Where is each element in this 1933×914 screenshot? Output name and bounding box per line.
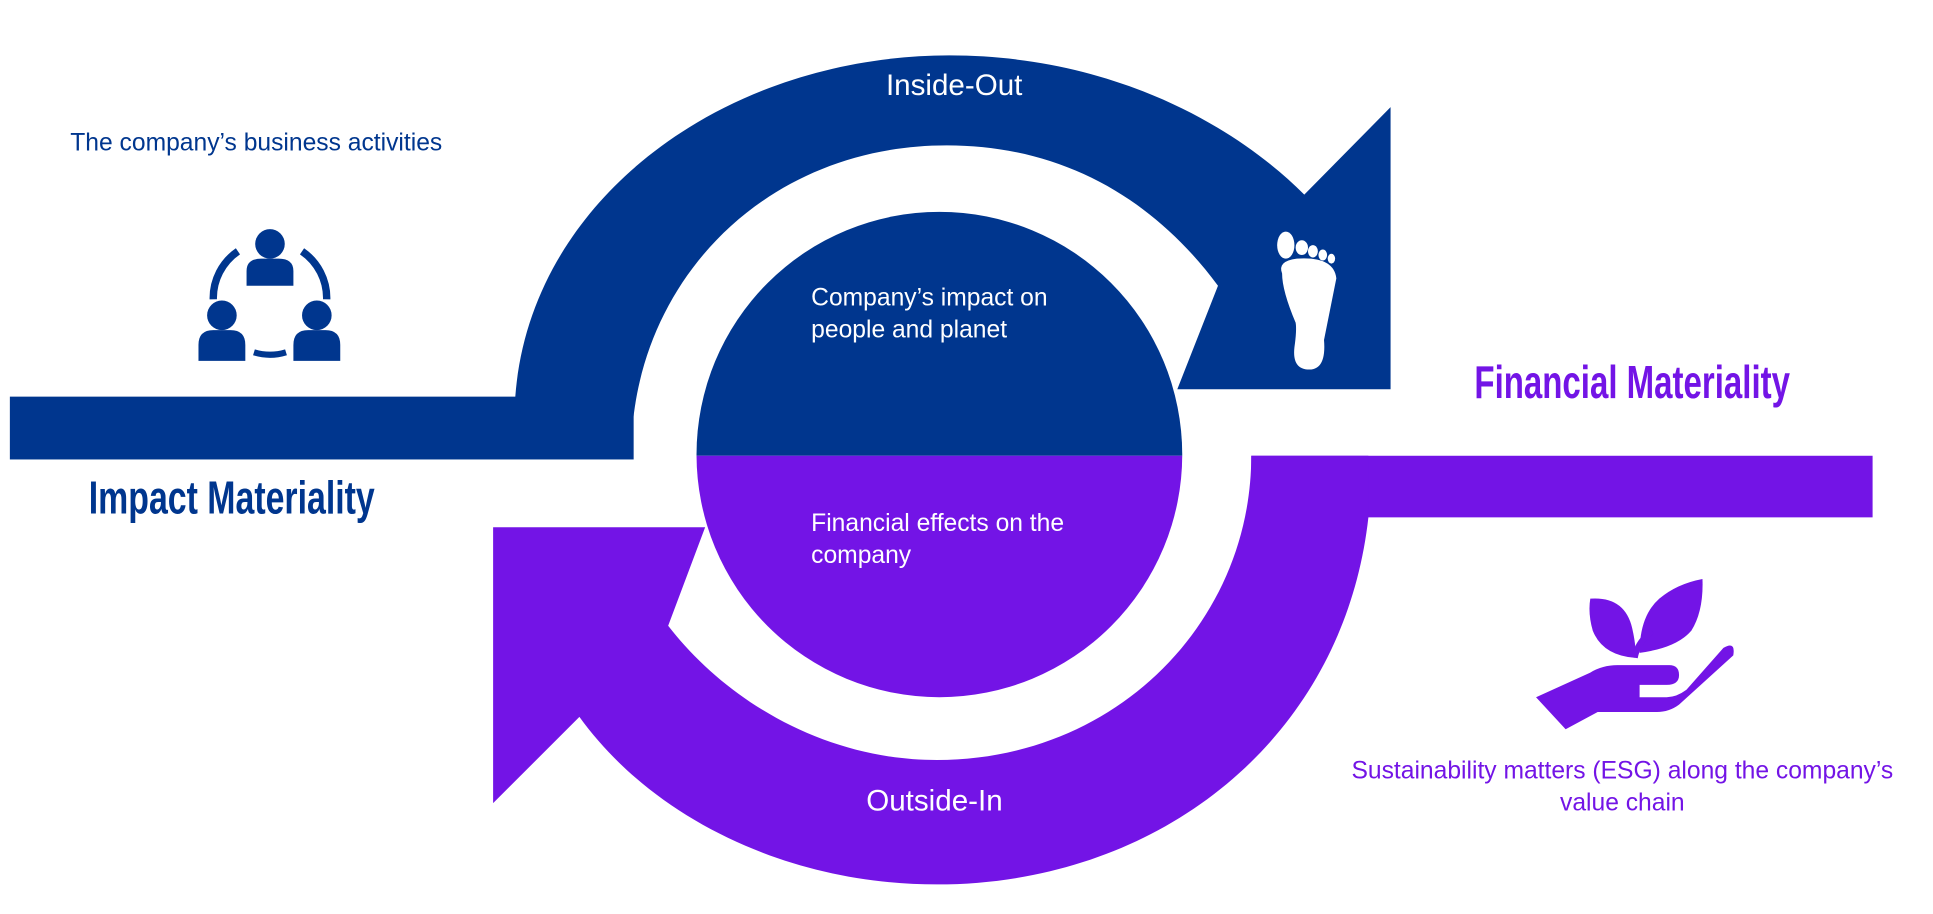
inside-out-arrow bbox=[9, 55, 1391, 460]
financial-materiality-title: Financial Materiality bbox=[1474, 356, 1790, 408]
outside-in-arc bbox=[493, 455, 1369, 885]
financial-center-line1: Financial effects on the bbox=[811, 510, 1064, 537]
center-disc bbox=[696, 211, 1183, 698]
financial-center-line2: company bbox=[811, 542, 912, 569]
impact-center-line1: Company’s impact on bbox=[811, 284, 1047, 311]
outside-in-arrow bbox=[493, 455, 1873, 885]
people-meeting-icon bbox=[198, 229, 341, 361]
inside-out-label: Inside-Out bbox=[886, 69, 1022, 102]
impact-materiality-title: Impact Materiality bbox=[89, 472, 375, 524]
esg-caption-line2: value chain bbox=[1560, 790, 1685, 817]
esg-caption-line1: Sustainability matters (ESG) along the c… bbox=[1351, 758, 1893, 785]
hand-sprout-icon bbox=[1536, 578, 1734, 730]
business-activities-caption: The company’s business activities bbox=[70, 129, 442, 156]
impact-half-disc bbox=[696, 211, 1183, 456]
footprint-icon bbox=[1277, 231, 1337, 370]
outside-in-label: Outside-In bbox=[866, 785, 1002, 818]
impact-center-line2: people and planet bbox=[811, 317, 1007, 344]
inside-out-arc bbox=[515, 55, 1391, 456]
financial-half-disc bbox=[696, 455, 1183, 698]
